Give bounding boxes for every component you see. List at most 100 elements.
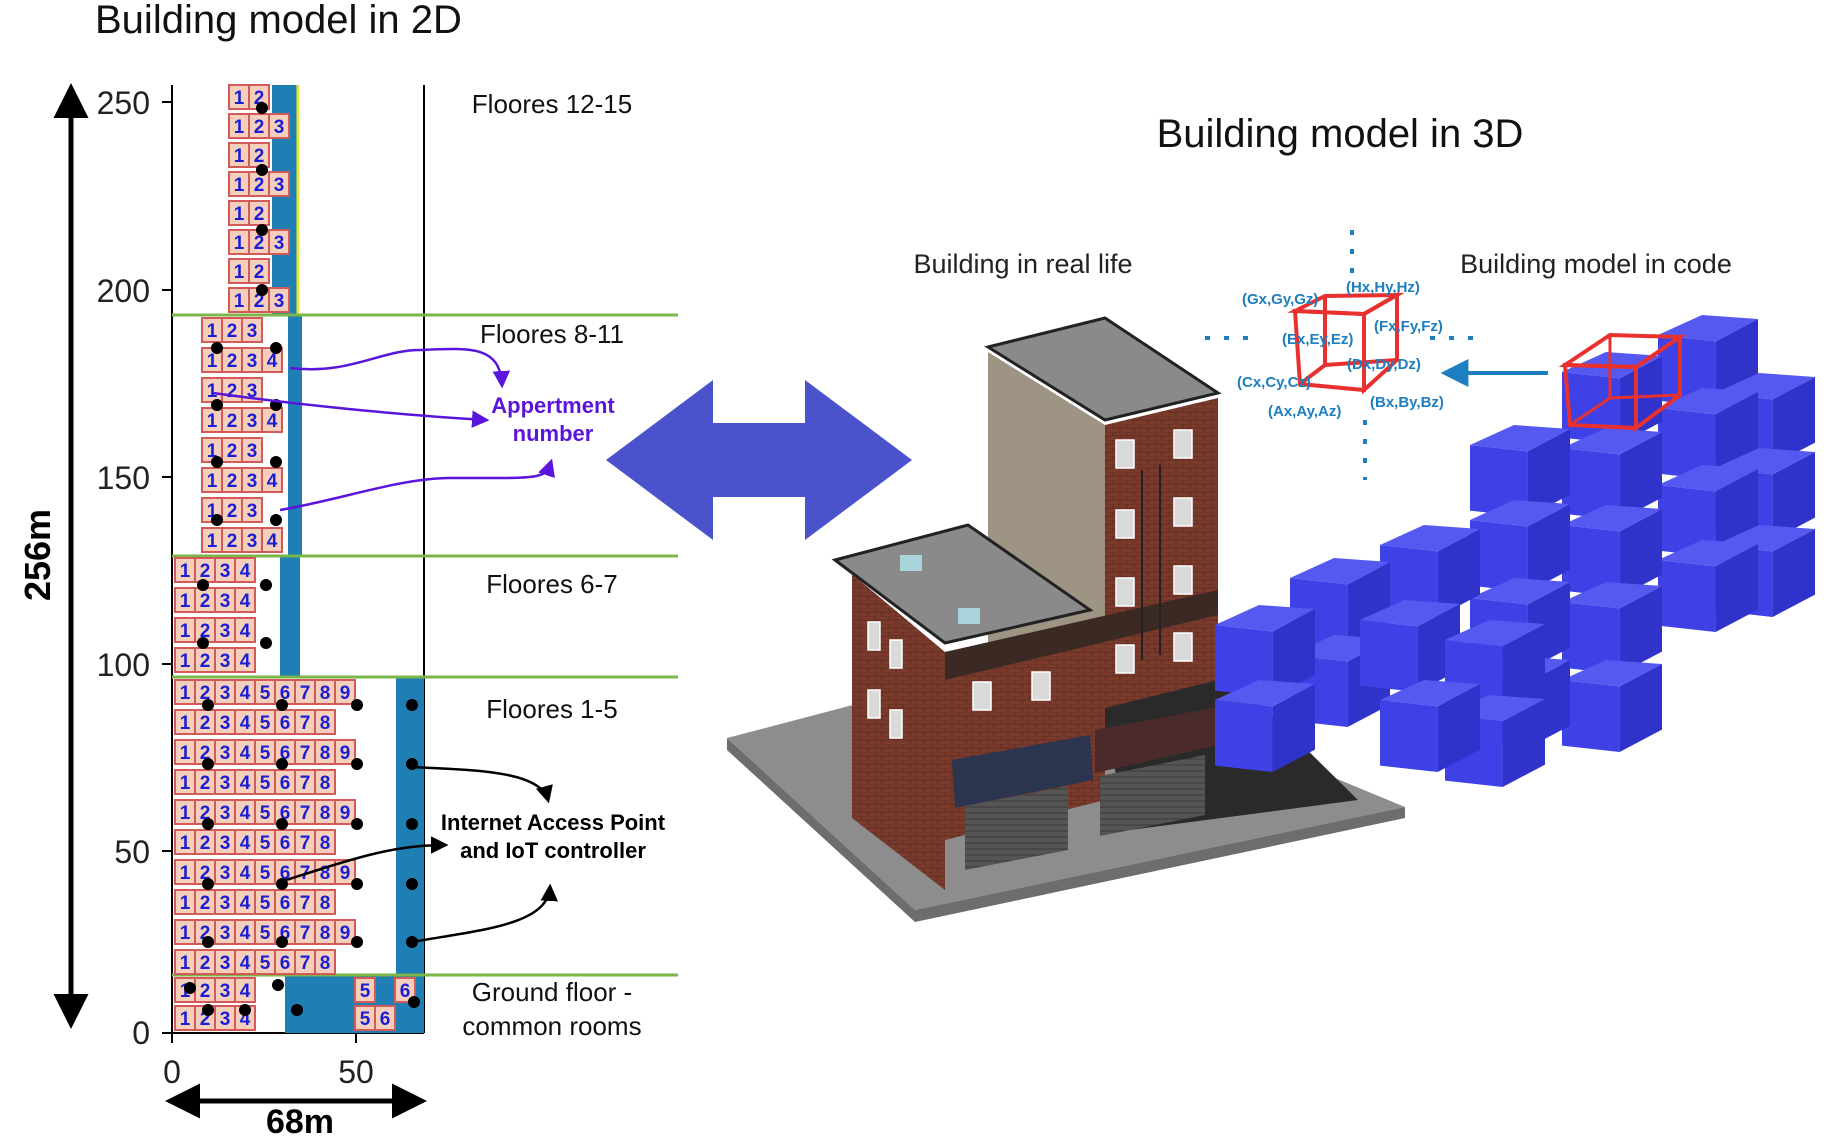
access-point-dot bbox=[202, 936, 214, 948]
apartment-number: 5 bbox=[360, 981, 371, 1002]
ground-floor-label: common rooms bbox=[462, 1011, 641, 1041]
apartment-number: 8 bbox=[320, 683, 331, 704]
apartment-number: 1 bbox=[180, 953, 191, 974]
apartment-number: 2 bbox=[227, 381, 238, 402]
apartment-number: 1 bbox=[180, 893, 191, 914]
apartment-number: 3 bbox=[220, 893, 231, 914]
apartment-number: 2 bbox=[200, 923, 211, 944]
apartment-number: 4 bbox=[240, 981, 251, 1002]
apartment-number: 1 bbox=[180, 1009, 191, 1030]
access-point-dot bbox=[211, 399, 223, 411]
apartment-number: 9 bbox=[340, 923, 351, 944]
apartment-number: 6 bbox=[280, 773, 291, 794]
room-cell bbox=[314, 889, 336, 915]
apartment-number: 3 bbox=[274, 233, 285, 254]
access-point-dot bbox=[270, 456, 282, 468]
apartment-number: 2 bbox=[200, 1009, 211, 1030]
access-point-dot bbox=[202, 878, 214, 890]
apartment-number: 1 bbox=[180, 833, 191, 854]
apartment-number: 5 bbox=[260, 893, 271, 914]
voxel-front bbox=[1380, 700, 1438, 772]
apartment-number: 3 bbox=[247, 501, 258, 522]
apartment-number: 5 bbox=[260, 773, 271, 794]
apartment-number: 7 bbox=[300, 713, 311, 734]
apartment-number: 4 bbox=[267, 471, 278, 492]
voxel-front bbox=[1562, 602, 1620, 674]
vertex-label: (Bx,By,Bz) bbox=[1370, 394, 1444, 411]
room-cell bbox=[234, 617, 256, 643]
apartment-number: 6 bbox=[280, 863, 291, 884]
apartment-number: 3 bbox=[220, 1009, 231, 1030]
access-point-label: and IoT controller bbox=[460, 838, 646, 863]
apartment-number: 1 bbox=[234, 88, 245, 109]
apartment-number: 3 bbox=[220, 981, 231, 1002]
room-cell bbox=[314, 769, 336, 795]
access-point-dot bbox=[270, 514, 282, 526]
apartment-number: 3 bbox=[220, 591, 231, 612]
apartment-number: 6 bbox=[280, 713, 291, 734]
apartment-number: 1 bbox=[180, 621, 191, 642]
access-point-dot bbox=[406, 699, 418, 711]
access-point-dot bbox=[408, 996, 420, 1008]
access-point-dot bbox=[211, 514, 223, 526]
apartment-number: 1 bbox=[207, 531, 218, 552]
apartment-number: 3 bbox=[247, 531, 258, 552]
access-point-dot bbox=[197, 637, 209, 649]
room-cell bbox=[314, 829, 336, 855]
access-point-label: Internet Access Point bbox=[441, 810, 666, 835]
apartment-number: 1 bbox=[234, 117, 245, 138]
apartment-number: 1 bbox=[180, 863, 191, 884]
voxel-side bbox=[1619, 432, 1662, 520]
apartment-number: 3 bbox=[220, 923, 231, 944]
voxel-top bbox=[1470, 578, 1570, 605]
vertex-label: (Fx,Fy,Fz) bbox=[1374, 318, 1443, 335]
room-cell bbox=[268, 229, 290, 255]
y-tick-label: 200 bbox=[97, 273, 150, 309]
apartment-number: 4 bbox=[240, 803, 251, 824]
room-cell bbox=[261, 527, 283, 553]
y-tick-label: 100 bbox=[97, 647, 150, 683]
apartment-number: 2 bbox=[200, 773, 211, 794]
voxel-front bbox=[1658, 485, 1716, 557]
voxel-side bbox=[1619, 664, 1662, 752]
room-cell bbox=[334, 679, 356, 705]
voxel-top bbox=[1658, 465, 1758, 492]
vertex-label: (Ax,Ay,Az) bbox=[1268, 403, 1341, 420]
voxel-side bbox=[1715, 544, 1758, 632]
apartment-number: 2 bbox=[200, 651, 211, 672]
room-cell bbox=[334, 859, 356, 885]
width-label: 68m bbox=[266, 1103, 334, 1134]
vertex-label: (Cx,Cy,Cz) bbox=[1237, 374, 1311, 391]
cube-vertex-diagram: (Gx,Gy,Gz) (Hx,Hy,Hz) (Ex,Ey,Ez) (Fx,Fy,… bbox=[1205, 230, 1548, 499]
apartment-number: 2 bbox=[200, 591, 211, 612]
voxel-top bbox=[1380, 680, 1480, 707]
voxel-front bbox=[1215, 700, 1273, 772]
apartment-number: 3 bbox=[220, 621, 231, 642]
voxel-building-model bbox=[1215, 315, 1815, 787]
access-point-dot bbox=[202, 758, 214, 770]
voxel-side bbox=[1272, 684, 1315, 772]
room-cell bbox=[314, 709, 336, 735]
apartment-number: 6 bbox=[280, 893, 291, 914]
room-cell bbox=[314, 949, 336, 975]
apartment-number: 8 bbox=[320, 773, 331, 794]
apartment-number: 4 bbox=[240, 923, 251, 944]
room-cell bbox=[268, 113, 290, 139]
voxel-front bbox=[1658, 408, 1716, 480]
room-cell bbox=[334, 739, 356, 765]
apartment-number: 8 bbox=[320, 713, 331, 734]
apartment-number: 3 bbox=[220, 803, 231, 824]
apartment-number: 2 bbox=[254, 88, 265, 109]
height-label: 256m bbox=[17, 509, 58, 601]
apartment-number: 8 bbox=[320, 743, 331, 764]
apartment-number: 4 bbox=[240, 1009, 251, 1030]
apartment-number: 7 bbox=[300, 833, 311, 854]
voxel-front bbox=[1562, 525, 1620, 597]
apartment-number: 2 bbox=[200, 803, 211, 824]
access-point-dot bbox=[256, 284, 268, 296]
apartment-number: 1 bbox=[180, 591, 191, 612]
apartment-number: 3 bbox=[220, 651, 231, 672]
apartment-number: 4 bbox=[267, 411, 278, 432]
voxel-top bbox=[1562, 660, 1662, 687]
access-point-dot bbox=[256, 164, 268, 176]
